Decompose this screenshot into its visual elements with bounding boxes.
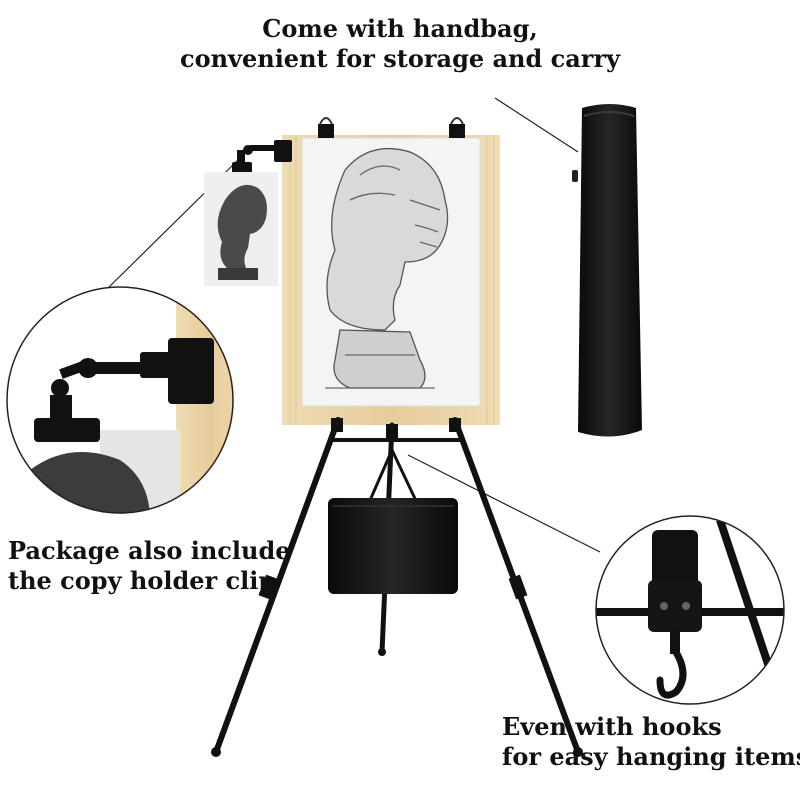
reference-photo <box>204 172 278 286</box>
hooks-caption: Even with hooks for easy hanging items <box>502 712 800 772</box>
copy-holder-zoom <box>6 286 234 514</box>
copy-holder-caption-line-2: the copy holder clip <box>8 566 276 595</box>
handbag-caption: Come with handbag, convenient for storag… <box>0 14 800 74</box>
sketch-paper <box>301 137 481 407</box>
hanging-bag <box>328 498 458 594</box>
carry-bag <box>572 104 642 437</box>
hooks-caption-line-2: for easy hanging items <box>502 742 800 771</box>
copy-holder-arm <box>232 140 292 174</box>
hook-zoom <box>595 515 785 705</box>
handbag-caption-line-2: convenient for storage and carry <box>179 44 621 73</box>
easel-joints <box>211 418 583 757</box>
bust-sketch <box>325 148 449 389</box>
copy-holder-caption: Package also include the copy holder cli… <box>8 536 291 596</box>
copy-holder-caption-line-1: Package also include <box>8 536 291 565</box>
hooks-caption-line-1: Even with hooks <box>502 712 722 741</box>
handbag-caption-line-1: Come with handbag, <box>262 14 538 43</box>
binder-clips <box>318 117 465 138</box>
